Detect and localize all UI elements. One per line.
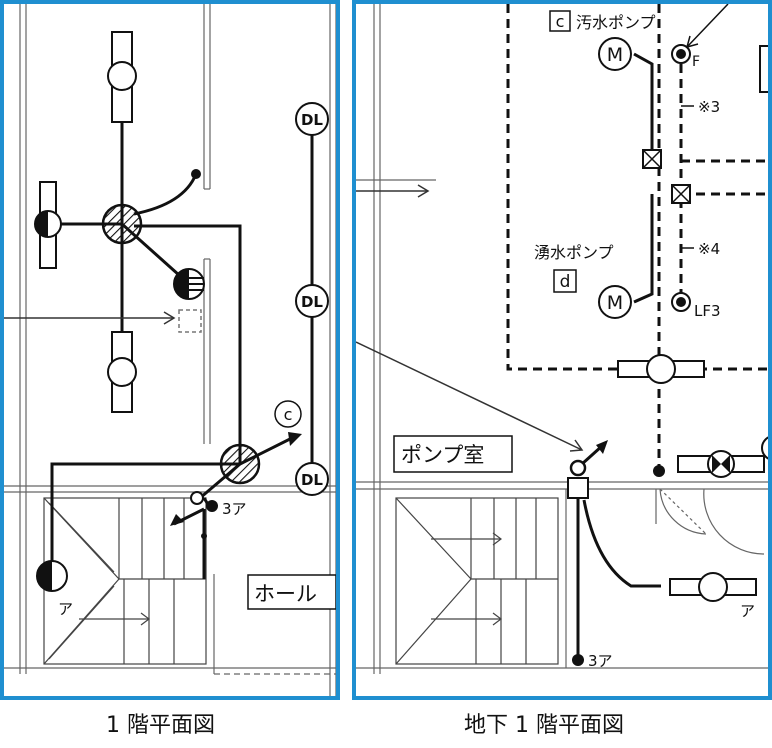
svg-text:M: M <box>607 292 623 314</box>
basement-plan-panel: M M F LF3 ※3 ※4 c 汚水ポンプ 湧水ポンプ d ポンプ室 <box>352 0 772 700</box>
emergency-light-icon <box>677 450 765 478</box>
first-floor-plan-panel: DL DL DL c 3ア ア ホール <box>0 0 340 700</box>
staircase <box>43 497 207 665</box>
label-3a: 3ア <box>222 500 247 518</box>
float-switch-icon <box>671 292 691 312</box>
label-lf3: LF3 <box>694 302 721 320</box>
switch-icon <box>190 491 204 505</box>
wiring-arrowhead-2 <box>170 514 184 526</box>
wall-light-icon <box>34 181 62 269</box>
svg-text:DL: DL <box>301 293 323 311</box>
leader-arrow-icon <box>417 184 430 198</box>
room-label-pump: ポンプ室 <box>401 443 484 467</box>
box-c <box>549 10 571 32</box>
switch-icon <box>569 459 587 477</box>
spring-pump-label: 湧水ポンプ <box>534 243 614 262</box>
partial-equipment <box>759 45 768 93</box>
leader-arrow-icon <box>569 439 584 452</box>
svg-text:DL: DL <box>301 111 323 129</box>
switch-dot-icon <box>206 500 218 512</box>
basement-plan-drawing: M M F LF3 ※3 ※4 c 汚水ポンプ 湧水ポンプ d ポンプ室 <box>356 4 768 674</box>
sewage-pump-label: 汚水ポンプ <box>576 13 656 32</box>
note-ticks <box>681 105 694 249</box>
box-d-label: d <box>560 272 571 292</box>
control-box-icon <box>671 184 691 204</box>
label-a: ア <box>740 602 755 620</box>
room-label-hall: ホール <box>254 582 317 606</box>
wiring <box>44 54 314 579</box>
dot-icon <box>572 654 584 666</box>
caption-first-floor: 1 階平面図 <box>106 713 215 738</box>
float-switch-icon <box>671 44 691 64</box>
leader-arrow-icon <box>685 35 699 49</box>
wiring-lower <box>576 444 661 660</box>
note-4: ※4 <box>698 240 720 258</box>
note-3: ※3 <box>698 98 720 116</box>
junction-box-icon <box>219 443 261 485</box>
box-d <box>553 269 577 293</box>
first-floor-plan-drawing: DL DL DL c 3ア ア ホール <box>4 4 336 696</box>
label-f: F <box>692 54 700 70</box>
hidden-box-icon <box>178 309 202 333</box>
wiring-arrowhead <box>288 432 302 446</box>
leader-arrow-icon <box>163 311 176 325</box>
room-label-box <box>247 574 336 610</box>
control-box-icon <box>642 149 662 169</box>
partial-fixture <box>761 436 768 460</box>
leader-line <box>356 341 583 451</box>
switch-arrowhead <box>596 440 608 454</box>
outlet-icon <box>173 268 205 300</box>
motor-icon: M <box>598 37 632 71</box>
caption-basement: 地下 1 階平面図 <box>464 713 624 738</box>
fluorescent-light-icon <box>107 331 137 413</box>
fluorescent-light-icon <box>107 31 137 123</box>
label-3a: 3ア <box>588 652 613 670</box>
svg-text:M: M <box>607 44 623 66</box>
downlight-icon: DL <box>295 462 329 496</box>
switch-box-icon <box>567 477 589 499</box>
dot-icon <box>201 533 207 539</box>
svg-text:DL: DL <box>301 471 323 489</box>
room-label-box <box>393 435 513 473</box>
downlight-icon: DL <box>295 284 329 318</box>
wiring <box>633 52 654 304</box>
dot-icon <box>191 169 201 179</box>
staircase <box>395 497 559 665</box>
fluorescent-light-icon <box>669 572 757 602</box>
box-c-label: c <box>556 12 565 31</box>
wall-light-icon <box>36 560 68 592</box>
dashed-conduit <box>506 4 768 469</box>
label-a: ア <box>58 600 73 618</box>
dot-icon <box>653 465 665 477</box>
motor-icon: M <box>598 285 632 319</box>
fluorescent-light-icon <box>617 354 705 384</box>
leader-line <box>686 4 729 48</box>
walls <box>356 4 768 674</box>
junction-box-icon <box>101 203 143 245</box>
downlight-icon: DL <box>295 102 329 136</box>
circuit-marker-c <box>274 400 302 428</box>
circuit-label-c: c <box>284 405 293 424</box>
